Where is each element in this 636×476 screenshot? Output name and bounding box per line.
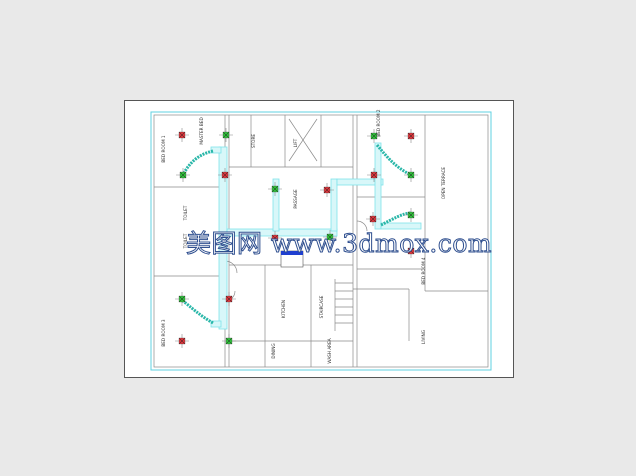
return-diffuser-icon bbox=[404, 244, 418, 258]
return-diffuser-icon bbox=[366, 212, 380, 226]
return-diffuser-icon bbox=[268, 231, 282, 245]
drawing-border bbox=[150, 111, 492, 371]
room-label: LIVING bbox=[421, 330, 426, 344]
room-label: BED ROOM 3 bbox=[161, 319, 166, 347]
supply-duct-network bbox=[210, 142, 422, 330]
return-diffuser-icon bbox=[218, 168, 232, 182]
return-diffuser-icon bbox=[320, 183, 334, 197]
room-label: BED ROOM 1 bbox=[161, 135, 166, 163]
room-label: BED ROOM 4 bbox=[421, 257, 426, 285]
return-diffuser-icon bbox=[367, 168, 381, 182]
supply-diffuser-icon bbox=[323, 230, 337, 244]
room-label: DINING bbox=[271, 343, 276, 358]
room-label: STAIRCASE bbox=[319, 295, 324, 318]
room-label: TOILET bbox=[183, 205, 188, 221]
room-label: LIFT bbox=[293, 138, 298, 147]
watermark-text: 美图网 www.3dmox.com bbox=[185, 229, 493, 259]
return-diffuser-icon bbox=[175, 128, 189, 142]
diffusers bbox=[175, 128, 418, 348]
supply-diffuser-icon bbox=[175, 292, 189, 306]
room-label: KITCHEN bbox=[281, 300, 286, 318]
room-label: TOILET bbox=[183, 233, 188, 249]
room-label: BED ROOM 2 bbox=[376, 109, 381, 137]
supply-diffuser-icon bbox=[404, 168, 418, 182]
air-handling-unit-icon bbox=[280, 250, 304, 268]
supply-diffuser-icon bbox=[219, 128, 233, 142]
return-diffuser-icon bbox=[175, 334, 189, 348]
supply-diffuser-icon bbox=[268, 182, 282, 196]
supply-diffuser-icon bbox=[367, 129, 381, 143]
room-label: WASH AREA bbox=[327, 338, 332, 363]
supply-diffuser-icon bbox=[222, 334, 236, 348]
room-label: MASTER BED bbox=[199, 117, 204, 144]
room-label: OPEN TERRACE bbox=[441, 167, 446, 199]
supply-diffuser-icon bbox=[176, 168, 190, 182]
room-label: PASSAGE bbox=[293, 189, 298, 209]
supply-diffuser-icon bbox=[404, 208, 418, 222]
hvac-floor-plan: BED ROOM 1 BED ROOM 2 BED ROOM 3 BED ROOM 4… bbox=[150, 109, 492, 371]
return-diffuser-icon bbox=[222, 292, 236, 306]
drawing-sheet: BED ROOM 1 BED ROOM 2 BED ROOM 3 BED ROOM 4… bbox=[124, 100, 514, 378]
room-labels: BED ROOM 1 BED ROOM 2 BED ROOM 3 BED ROOM 4… bbox=[161, 109, 446, 364]
return-diffuser-icon bbox=[404, 129, 418, 143]
room-label: STORE bbox=[251, 134, 256, 148]
